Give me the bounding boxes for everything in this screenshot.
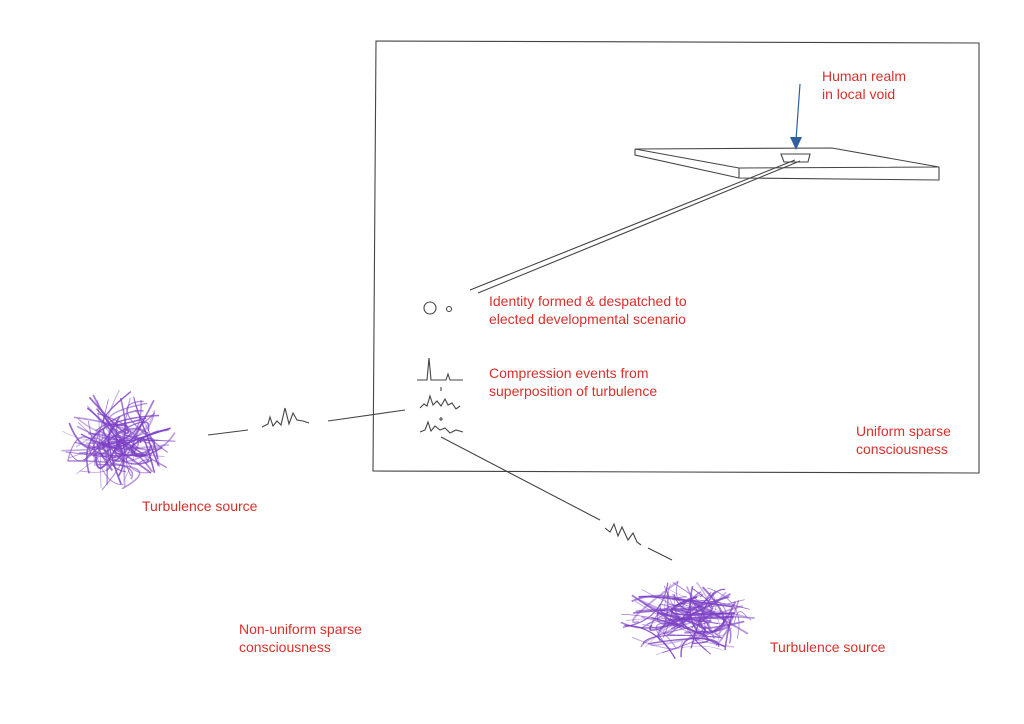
uniform-consciousness-label: Uniform sparse consciousness xyxy=(856,423,951,457)
turbulence-stroke xyxy=(94,409,144,432)
turbulence-stroke xyxy=(73,416,140,463)
turbulence-stroke xyxy=(631,594,685,627)
turbulence-stroke xyxy=(625,617,737,627)
right-signal-waveform xyxy=(604,522,642,546)
turbulence-stroke xyxy=(684,615,731,634)
turbulence-stroke xyxy=(68,460,134,480)
turbulence-stroke xyxy=(650,581,712,647)
turbulence-stroke xyxy=(93,455,122,459)
turbulence-stroke xyxy=(88,412,156,456)
turbulence-stroke xyxy=(642,634,722,645)
turbulence-stroke xyxy=(131,419,152,455)
compression-label: Compression events from superposition of… xyxy=(489,365,658,399)
right-signal-line xyxy=(440,436,673,561)
turbulence-stroke xyxy=(689,604,733,637)
turbulence-stroke xyxy=(707,587,740,639)
turbulence-stroke xyxy=(85,414,160,474)
identity-dispatch-line xyxy=(469,159,801,294)
turbulence-stroke xyxy=(633,609,691,630)
turbulence-stroke xyxy=(667,591,712,636)
turbulence-source-right-graphic xyxy=(620,580,755,660)
turbulence-stroke xyxy=(68,415,121,449)
turbulence-stroke xyxy=(631,594,721,617)
turbulence-stroke xyxy=(641,603,683,626)
turbulence-stroke xyxy=(689,585,702,635)
human-realm-arrow xyxy=(790,83,802,150)
turbulence-stroke xyxy=(648,637,720,647)
turbulence-source-left-label: Turbulence source xyxy=(142,498,258,514)
non-uniform-consciousness-label: Non-uniform sparse consciousness xyxy=(239,621,362,655)
turbulence-stroke xyxy=(96,441,152,474)
turbulence-stroke xyxy=(134,409,161,467)
turbulence-stroke xyxy=(75,418,117,448)
turbulence-stroke xyxy=(86,405,122,461)
left-signal-waveform xyxy=(261,407,310,428)
turbulence-stroke xyxy=(642,623,677,649)
turbulence-stroke xyxy=(83,427,159,462)
turbulence-stroke xyxy=(620,621,678,629)
turbulence-stroke xyxy=(672,595,693,601)
turbulence-stroke xyxy=(86,407,125,477)
human-realm-label: Human realm in local void xyxy=(822,68,907,102)
turbulence-stroke xyxy=(635,608,732,644)
left-signal-line xyxy=(207,409,406,436)
identity-circle-small xyxy=(445,305,453,313)
turbulence-stroke xyxy=(631,636,683,650)
turbulence-stroke xyxy=(126,400,168,453)
turbulence-source-right-label: Turbulence source xyxy=(770,639,886,655)
turbulence-stroke xyxy=(88,396,129,435)
identity-label: Identity formed & despatched to elected … xyxy=(489,293,687,327)
identity-circle-large xyxy=(423,301,437,315)
turbulence-stroke xyxy=(659,591,669,632)
uniform-region-box xyxy=(372,40,980,474)
turbulence-stroke xyxy=(102,439,176,452)
turbulence-stroke xyxy=(97,463,141,490)
turbulence-stroke xyxy=(101,453,120,462)
turbulence-stroke xyxy=(645,599,721,648)
local-void-slab xyxy=(634,147,940,181)
turbulence-stroke xyxy=(93,430,124,466)
turbulence-stroke xyxy=(655,645,724,655)
turbulence-stroke xyxy=(92,394,153,457)
turbulence-stroke xyxy=(724,613,733,651)
turbulence-stroke xyxy=(663,583,692,624)
turbulence-stroke xyxy=(682,602,707,633)
turbulence-stroke xyxy=(733,611,748,625)
turbulence-stroke xyxy=(675,596,695,624)
turbulence-stroke xyxy=(675,580,745,608)
turbulence-stroke xyxy=(133,396,160,466)
turbulence-stroke xyxy=(101,428,153,465)
turbulence-stroke xyxy=(689,632,735,648)
compression-waveforms xyxy=(417,357,464,434)
turbulence-source-left-graphic xyxy=(61,389,176,491)
turbulence-stroke xyxy=(67,436,102,462)
